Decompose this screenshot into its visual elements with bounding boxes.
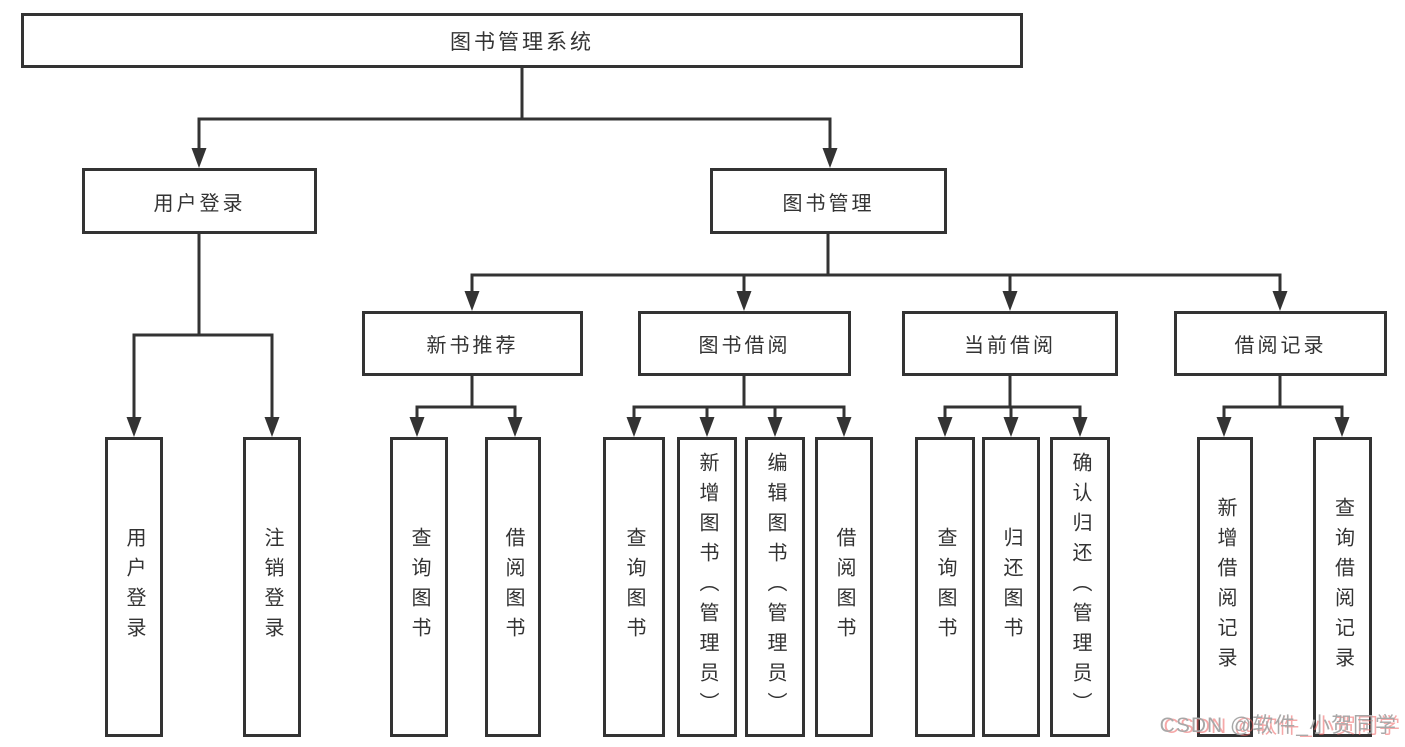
leaf-user-login-label: 用户登录 — [123, 527, 145, 647]
leaf-edit-books-admin-label: 编辑图书（管理员） — [764, 452, 786, 722]
node-current-borrow: 当前借阅 — [902, 311, 1118, 376]
leaf-query-books-borrow-label: 查询图书 — [623, 527, 645, 647]
node-user-login: 用户登录 — [82, 168, 317, 234]
leaf-confirm-return-admin: 确认归还（管理员） — [1050, 437, 1110, 737]
leaf-query-books-current-label: 查询图书 — [934, 527, 956, 647]
leaf-borrow-books: 借阅图书 — [815, 437, 873, 737]
leaf-add-books-admin: 新增图书（管理员） — [677, 437, 737, 737]
leaf-query-books-current: 查询图书 — [915, 437, 975, 737]
csdn-watermark: CSDN @软件_小贺同学 — [1159, 714, 1397, 737]
leaf-query-books-borrow: 查询图书 — [603, 437, 665, 737]
leaf-return-books-label: 归还图书 — [1000, 527, 1022, 647]
node-book-borrow: 图书借阅 — [638, 311, 851, 376]
node-root-library-system: 图书管理系统 — [21, 13, 1023, 68]
leaf-borrow-books-recommend: 借阅图书 — [485, 437, 541, 737]
leaf-query-borrow-record: 查询借阅记录 — [1313, 437, 1372, 737]
leaf-borrow-books-label: 借阅图书 — [833, 527, 855, 647]
leaf-logout-label: 注销登录 — [261, 527, 283, 647]
leaf-add-borrow-record: 新增借阅记录 — [1197, 437, 1253, 737]
leaf-user-login: 用户登录 — [105, 437, 163, 737]
node-borrow-records: 借阅记录 — [1174, 311, 1387, 376]
leaf-return-books: 归还图书 — [982, 437, 1040, 737]
node-book-management: 图书管理 — [710, 168, 947, 234]
leaf-query-books-recommend: 查询图书 — [390, 437, 448, 737]
leaf-borrow-books-recommend-label: 借阅图书 — [502, 527, 524, 647]
node-new-book-recommend: 新书推荐 — [362, 311, 583, 376]
leaf-query-borrow-record-label: 查询借阅记录 — [1331, 497, 1354, 677]
leaf-edit-books-admin: 编辑图书（管理员） — [745, 437, 805, 737]
leaf-add-borrow-record-label: 新增借阅记录 — [1214, 497, 1236, 677]
leaf-add-books-admin-label: 新增图书（管理员） — [696, 452, 718, 722]
leaf-query-books-recommend-label: 查询图书 — [408, 527, 430, 647]
leaf-confirm-return-admin-label: 确认归还（管理员） — [1069, 452, 1091, 722]
leaf-logout: 注销登录 — [243, 437, 301, 737]
